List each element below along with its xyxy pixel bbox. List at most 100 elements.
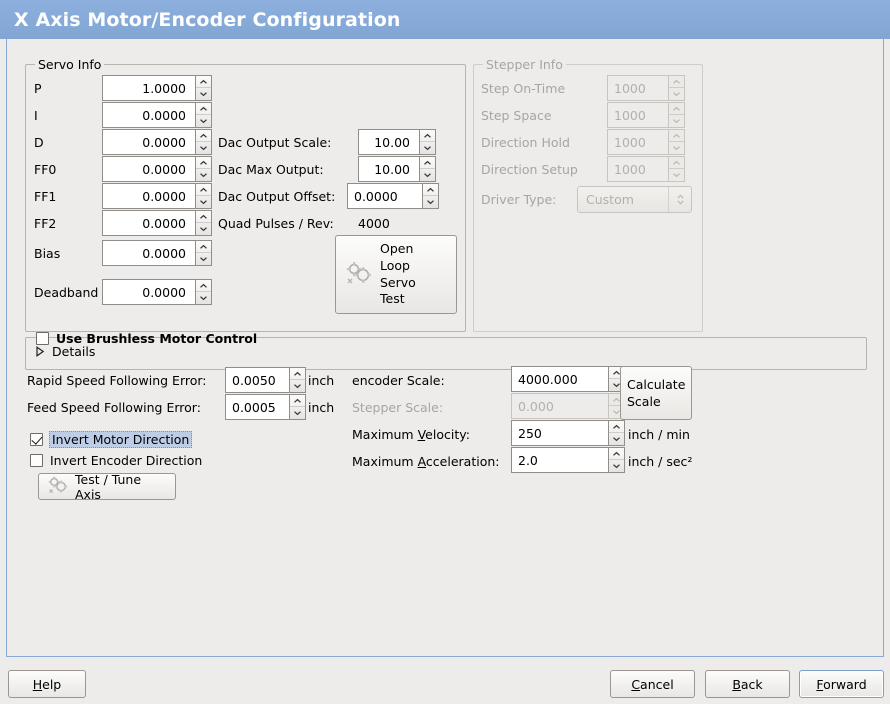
spin-down-icon[interactable] — [196, 292, 211, 304]
rapid-speed-following-error-value[interactable]: 0.0050 — [225, 367, 289, 393]
servo-input-ff0[interactable]: 0.0000 — [102, 156, 212, 182]
spin-up-icon[interactable] — [669, 157, 684, 169]
step-space-input[interactable]: 1000 — [607, 102, 685, 128]
calculate-scale-button[interactable]: Calculate Scale — [620, 366, 692, 420]
spin-up-icon[interactable] — [196, 241, 211, 253]
direction-hold-spinner[interactable] — [668, 129, 685, 155]
spin-down-icon[interactable] — [609, 406, 624, 418]
checkbox-box[interactable] — [30, 454, 43, 467]
spin-up-icon[interactable] — [609, 394, 624, 406]
spin-down-icon[interactable] — [196, 223, 211, 235]
servo-input-ff1-spinner[interactable] — [195, 183, 212, 209]
spin-up-icon[interactable] — [196, 130, 211, 142]
step-on-time-input[interactable]: 1000 — [607, 75, 685, 101]
dac-max-output-spinner[interactable] — [419, 156, 436, 182]
spin-up-icon[interactable] — [196, 76, 211, 88]
servo-input-ff1-value[interactable]: 0.0000 — [102, 183, 195, 209]
direction-hold-input[interactable]: 1000 — [607, 129, 685, 155]
spin-down-icon[interactable] — [196, 253, 211, 265]
spin-down-icon[interactable] — [669, 88, 684, 100]
maximum-velocity-spinner[interactable] — [608, 420, 625, 446]
servo-input-deadband-value[interactable]: 0.0000 — [102, 279, 195, 305]
step-space-spinner[interactable] — [668, 102, 685, 128]
spin-up-icon[interactable] — [423, 184, 438, 196]
stepper-scale-value[interactable]: 0.000 — [511, 393, 608, 419]
servo-input-i[interactable]: 0.0000 — [102, 102, 212, 128]
checkbox-box[interactable] — [36, 332, 49, 345]
spin-down-icon[interactable] — [609, 460, 624, 472]
use-brushless-motor-control-checkbox[interactable]: Use Brushless Motor Control — [36, 331, 257, 346]
feed-speed-following-error-value[interactable]: 0.0005 — [225, 394, 289, 420]
dac-output-scale-value[interactable]: 10.00 — [358, 129, 419, 155]
rapid-following-error-spinner[interactable] — [289, 367, 306, 393]
dac-output-offset-input[interactable]: 0.0000 — [347, 183, 439, 209]
step-on-time-value[interactable]: 1000 — [607, 75, 668, 101]
servo-input-p[interactable]: 1.0000 — [102, 75, 212, 101]
spin-down-icon[interactable] — [669, 142, 684, 154]
forward-button[interactable]: Forward — [799, 670, 884, 698]
direction-setup-spinner[interactable] — [668, 156, 685, 182]
spin-up-icon[interactable] — [290, 368, 305, 380]
spin-down-icon[interactable] — [420, 169, 435, 181]
spin-up-icon[interactable] — [420, 157, 435, 169]
servo-input-ff2-value[interactable]: 0.0000 — [102, 210, 195, 236]
back-button[interactable]: Back — [705, 670, 790, 698]
dac-max-output-value[interactable]: 10.00 — [358, 156, 419, 182]
spin-down-icon[interactable] — [196, 88, 211, 100]
servo-input-p-value[interactable]: 1.0000 — [102, 75, 195, 101]
stepper-scale-input[interactable]: 0.000 — [511, 393, 625, 419]
chevron-updown-icon[interactable] — [669, 193, 691, 206]
feed-following-error-spinner[interactable] — [289, 394, 306, 420]
maximum-acceleration-spinner[interactable] — [608, 447, 625, 473]
rapid-speed-following-error-input[interactable]: 0.0050 — [225, 367, 306, 393]
direction-setup-input[interactable]: 1000 — [607, 156, 685, 182]
spin-down-icon[interactable] — [290, 380, 305, 392]
maximum-acceleration-input[interactable]: 2.0 — [511, 447, 625, 473]
spin-up-icon[interactable] — [669, 130, 684, 142]
spin-down-icon[interactable] — [196, 142, 211, 154]
test-tune-axis-button[interactable]: Test / Tune Axis — [38, 472, 176, 502]
servo-input-ff2[interactable]: 0.0000 — [102, 210, 212, 236]
encoder-scale-input[interactable]: 4000.000 — [511, 366, 625, 392]
dac-output-scale-input[interactable]: 10.00 — [358, 129, 436, 155]
spin-up-icon[interactable] — [196, 157, 211, 169]
direction-hold-value[interactable]: 1000 — [607, 129, 668, 155]
servo-input-ff1[interactable]: 0.0000 — [102, 183, 212, 209]
spin-down-icon[interactable] — [196, 169, 211, 181]
chevron-right-icon[interactable] — [34, 345, 46, 358]
checkbox-box[interactable] — [30, 433, 43, 446]
invert-motor-direction-checkbox[interactable]: Invert Motor Direction — [30, 431, 193, 448]
spin-down-icon[interactable] — [420, 142, 435, 154]
spin-up-icon[interactable] — [669, 76, 684, 88]
maximum-velocity-value[interactable]: 250 — [511, 420, 608, 446]
servo-input-bias-value[interactable]: 0.0000 — [102, 240, 195, 266]
spin-up-icon[interactable] — [196, 184, 211, 196]
servo-input-bias-spinner[interactable] — [195, 240, 212, 266]
servo-input-d-value[interactable]: 0.0000 — [102, 129, 195, 155]
spin-up-icon[interactable] — [420, 130, 435, 142]
driver-type-select[interactable]: Custom — [577, 186, 692, 213]
spin-up-icon[interactable] — [609, 367, 624, 379]
maximum-acceleration-value[interactable]: 2.0 — [511, 447, 608, 473]
spin-up-icon[interactable] — [290, 395, 305, 407]
dac-output-offset-spinner[interactable] — [422, 183, 439, 209]
servo-input-i-value[interactable]: 0.0000 — [102, 102, 195, 128]
spin-up-icon[interactable] — [196, 103, 211, 115]
spin-down-icon[interactable] — [423, 196, 438, 208]
servo-input-ff2-spinner[interactable] — [195, 210, 212, 236]
dac-max-output-input[interactable]: 10.00 — [358, 156, 436, 182]
cancel-button[interactable]: Cancel — [610, 670, 695, 698]
servo-input-ff0-spinner[interactable] — [195, 156, 212, 182]
spin-down-icon[interactable] — [609, 379, 624, 391]
details-expander[interactable]: Details — [34, 344, 95, 359]
dac-output-offset-value[interactable]: 0.0000 — [347, 183, 422, 209]
spin-up-icon[interactable] — [196, 280, 211, 292]
servo-input-ff0-value[interactable]: 0.0000 — [102, 156, 195, 182]
spin-down-icon[interactable] — [290, 407, 305, 419]
spin-down-icon[interactable] — [669, 169, 684, 181]
servo-input-i-spinner[interactable] — [195, 102, 212, 128]
servo-input-deadband[interactable]: 0.0000 — [102, 279, 212, 305]
feed-speed-following-error-input[interactable]: 0.0005 — [225, 394, 306, 420]
spin-down-icon[interactable] — [609, 433, 624, 445]
direction-setup-value[interactable]: 1000 — [607, 156, 668, 182]
